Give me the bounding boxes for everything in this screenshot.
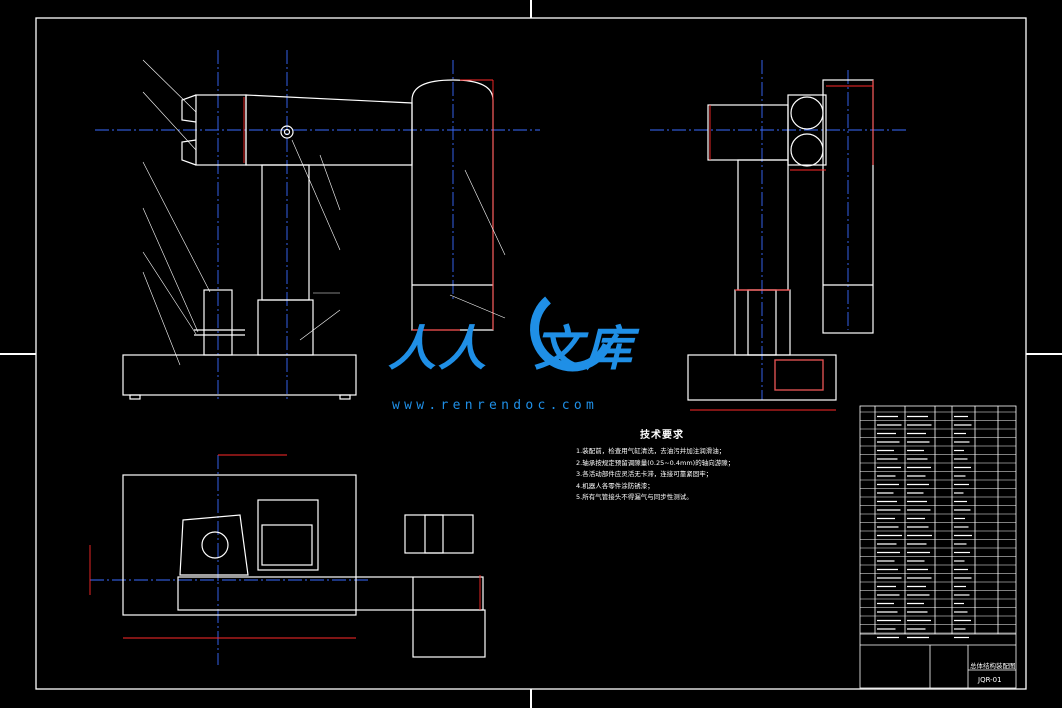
watermark-text: 人人文库	[388, 309, 634, 379]
watermark-text-right: 文库	[534, 321, 635, 377]
title-block-entries	[877, 415, 972, 639]
column-lower	[257, 299, 314, 356]
title-block-rows	[860, 411, 1016, 634]
watermark-url: www.renrendoc.com	[392, 398, 599, 413]
front-view	[122, 79, 494, 400]
tech-requirements-title: 技术要求	[640, 430, 684, 441]
gripper-body	[195, 94, 247, 166]
watermark-logo	[530, 296, 612, 372]
tech-requirement-item: 3.各活动部件应灵活无卡滞，连接可靠紧固牢；	[576, 470, 713, 478]
tech-requirement-item: 5.所有气管接头不得漏气与同步性测试。	[576, 493, 693, 501]
tech-requirement-item: 4.机器人各零件涂防锈漆；	[576, 481, 654, 490]
front-leader-lines	[142, 59, 506, 366]
top-view	[122, 474, 486, 658]
drawing-number: JQR-01	[978, 676, 1002, 684]
tech-requirements-list: 1.装配前，检查用气缸清洗，去油污并加注润滑油； 2.轴承按规定预留调隙量(0.…	[576, 446, 734, 504]
side-dimensions	[690, 80, 874, 411]
waist-cylinder	[203, 289, 233, 356]
tech-requirement-item: 1.装配前，检查用气缸清洗，去油污并加注润滑油；	[576, 447, 726, 455]
drawing-name: 总体结构装配图	[970, 662, 1016, 670]
base-plate	[122, 354, 357, 396]
top-base	[122, 474, 357, 616]
top-dimensions	[89, 454, 481, 639]
front-dimensions	[243, 79, 494, 331]
title-block	[859, 405, 1017, 689]
forearm	[411, 79, 494, 331]
tech-requirement-item: 2.轴承按规定预留调隙量(0.25~0.4mm)的轴向游隙；	[576, 458, 735, 467]
watermark-text-left: 人人	[388, 321, 489, 377]
centerlines	[90, 50, 908, 665]
pivot	[280, 125, 294, 139]
column	[261, 164, 310, 301]
side-view	[687, 79, 874, 401]
